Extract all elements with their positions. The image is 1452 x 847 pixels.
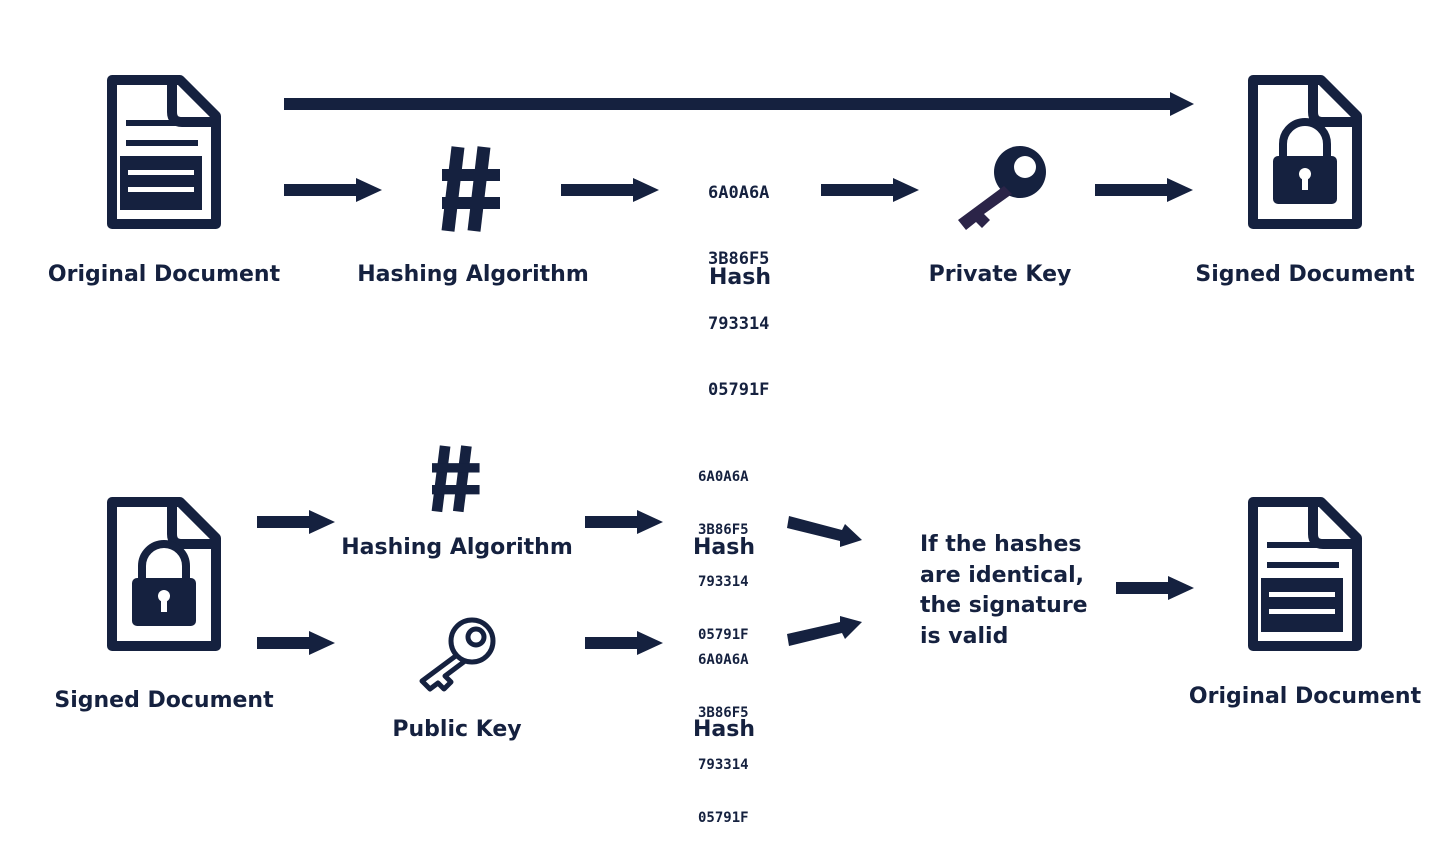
bottom-signed-document-icon [112,502,216,646]
bottom-hashing-algorithm-label: Hashing Algorithm [341,535,573,560]
bottom-hash-label-top: Hash [692,535,756,560]
converge-arrow-top [787,516,862,547]
top-hash-symbol-icon [442,147,500,231]
top-arrow-4 [1095,178,1193,202]
bottom-hash-label-bottom: Hash [692,717,756,742]
converge-arrow-bottom [787,616,862,646]
top-signed-document-label: Signed Document [1195,262,1415,287]
bottom-signed-document-label: Signed Document [54,688,274,713]
private-key-label: Private Key [928,262,1072,287]
top-original-document-icon [112,80,216,224]
bottom-arrow-4 [585,631,663,655]
bottom-original-document-label: Original Document [1188,684,1422,709]
top-arrow-1 [284,178,382,202]
public-key-label: Public Key [392,717,522,742]
top-bypass-arrow [284,92,1194,116]
bottom-original-document-icon [1253,502,1357,646]
top-signed-document-icon [1253,80,1357,224]
private-key-icon [958,146,1046,230]
public-key-outline-icon [419,617,496,692]
bottom-arrow-2 [257,631,335,655]
top-arrow-3 [821,178,919,202]
top-hashing-algorithm-label: Hashing Algorithm [357,262,589,287]
validity-statement: If the hashes are identical, the signatu… [920,532,1088,649]
top-arrow-2 [561,178,659,202]
top-original-document-label: Original Document [47,262,281,287]
top-hash-value: 6A0A6A 3B86F5 793314 05791F [708,183,770,400]
signature-flow-diagram [0,0,1452,692]
bottom-hash-value-top: 6A0A6A 3B86F5 793314 05791F [698,469,749,643]
bottom-arrow-3 [585,510,663,534]
bottom-arrow-1 [257,510,335,534]
result-arrow [1116,576,1194,600]
top-hash-label: Hash [708,265,772,290]
bottom-hash-symbol-icon [432,446,480,512]
